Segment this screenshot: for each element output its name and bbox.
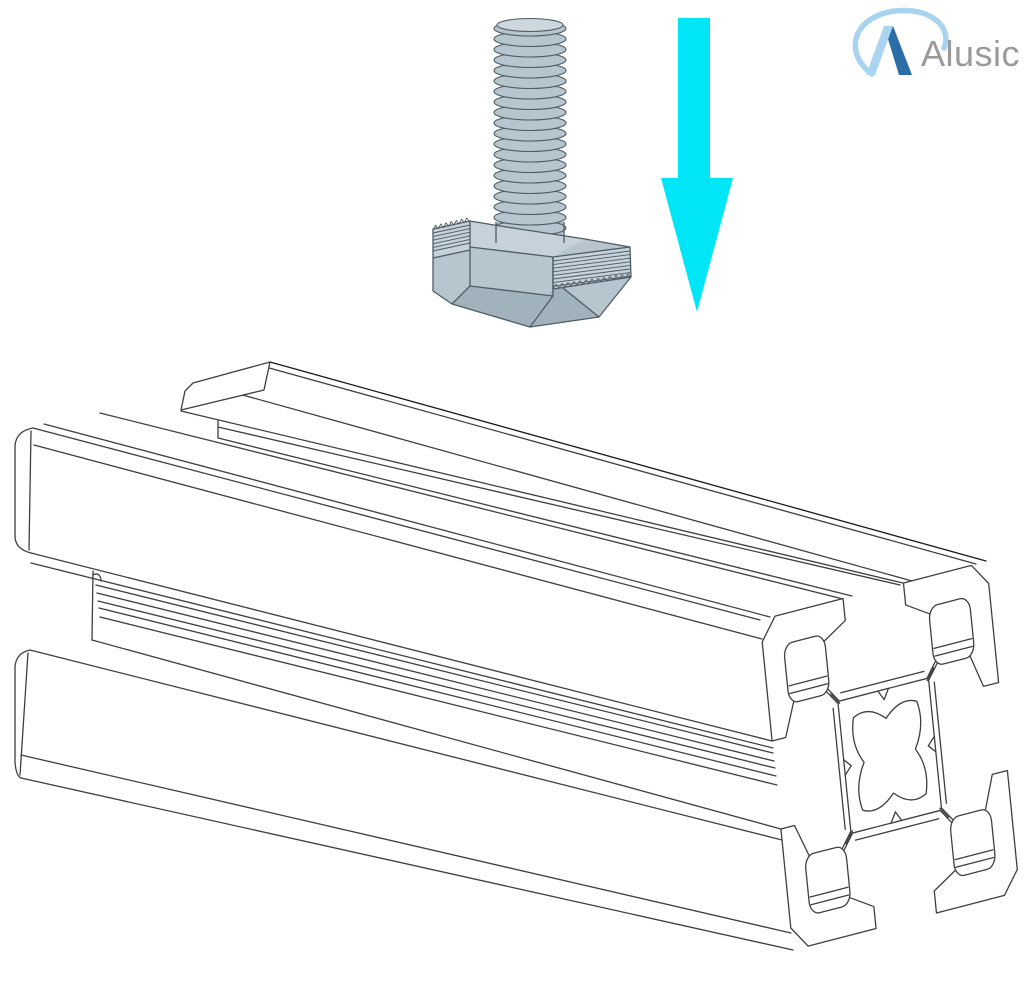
insertion-down-arrow-icon [661,18,733,312]
profile-left-cap-top [14,427,34,554]
profile-front-flange-bottom [30,552,773,742]
profile-slot-serration-line [99,616,778,786]
profile-bottom-flange-top [29,649,783,841]
profile-slot-serration-line [95,584,774,754]
cavity-depth-lines [789,639,994,905]
t-bolt-illustration [432,17,632,328]
profile-rear-rail-end-face [180,361,271,411]
profile-left-cap-bottom [14,649,31,779]
profile-slot-bottom-lip [91,639,782,830]
corner-chamber-hole [804,845,851,915]
profile-slot-serration-line [97,600,776,769]
profile-top-slot-inner-line [217,437,853,597]
bolt-under-chamfer [452,286,553,327]
aluminium-profile-drawing [14,361,1020,951]
profile-slot-serration-line [96,592,775,762]
web-diagonal-hints [831,668,949,844]
profile-front-chamfer-line [33,444,763,640]
logo-wordmark: Alusic [921,33,1020,74]
profile-bottom-chamfer-line [20,754,792,934]
profile-front-flange-undercut [30,562,774,749]
central-screw-bore [851,698,928,814]
bolt-head-under-faces [452,286,599,327]
profile-top-slot-front-lip [99,412,844,600]
profile-far-top-edge [269,361,987,562]
profile-bottom-edge [20,777,794,951]
profile-top-slot-inner-line [217,426,901,586]
logo-a-left-stroke [866,26,893,75]
profile-rear-rail-crease [261,365,977,565]
logo-a-right-stroke [884,26,912,75]
profile-top-front-edge [32,427,761,621]
bolt-head-edges [432,217,632,328]
profile-slot-bump [92,573,102,582]
bolt-boss-top [470,221,585,257]
bolt-under-chamfer [530,288,599,327]
profile-left-cap-top-crease [28,430,32,551]
profile-slot-cut-edge [91,570,94,641]
bolt-shaft-top-cap [496,17,564,33]
profile-slot-serration-line [98,607,777,777]
corner-chamber-hole [928,596,975,666]
profile-top-chamfer-line [43,423,771,618]
profile-left-cap-bottom-crease [19,652,29,776]
profile-rear-rail-lip [180,410,904,584]
logo-swoosh-icon [852,7,949,77]
alusic-logo: Alusic [852,7,1020,77]
corner-chamber-hole [949,808,996,878]
bolt-thread-shaft [493,20,567,246]
profile-rear-rail-crease [195,381,913,582]
profile-end-face [760,562,1020,951]
corner-chamber-hole [783,634,830,704]
core-notches [838,678,942,833]
